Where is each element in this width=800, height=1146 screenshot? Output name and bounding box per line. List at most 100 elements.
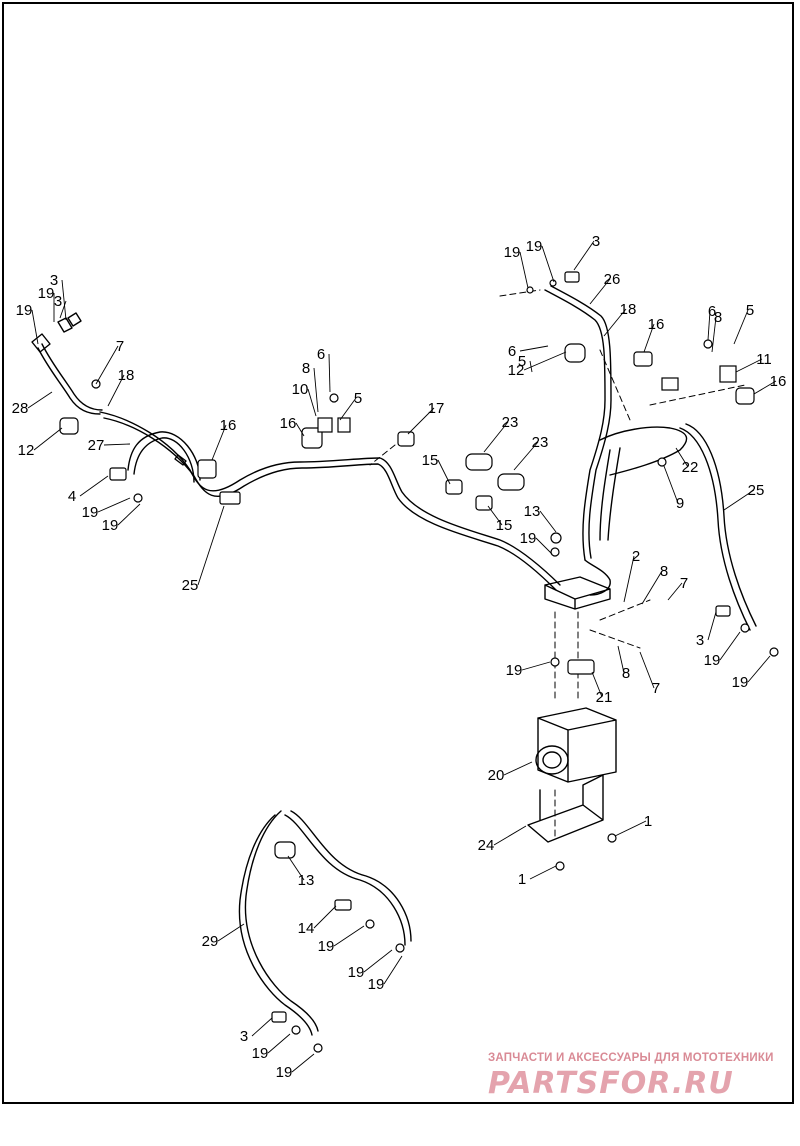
brake-line-26: [679, 427, 751, 631]
callout-number: 25: [748, 482, 765, 499]
callout-number: 9: [676, 495, 684, 512]
callout-leader: [339, 397, 357, 421]
abs-motor-inner: [542, 751, 562, 769]
leader-top-line: [499, 289, 541, 297]
callout-leader: [617, 645, 625, 674]
washer-19-j: [526, 286, 534, 294]
washer-19-e: [133, 493, 143, 503]
callout-leader: [79, 475, 109, 497]
bolt-13: [550, 532, 562, 544]
brake-line-27: [544, 289, 606, 561]
clamp-12-left: [59, 417, 79, 435]
callout-leader: [591, 671, 603, 698]
callout-leader: [328, 353, 331, 393]
callout-number: 19: [16, 302, 33, 319]
callout-leader: [493, 825, 527, 846]
callout-number: 19: [252, 1045, 269, 1062]
bolt-3-rear: [271, 1011, 287, 1023]
callout-number: 19: [276, 1064, 293, 1081]
abs-bracket: [527, 774, 604, 843]
callout-leader: [529, 865, 557, 880]
callout-leader: [503, 761, 533, 776]
callout-number: 19: [504, 244, 521, 261]
callout-leader: [217, 923, 245, 942]
leader-7: [599, 599, 651, 621]
abs-motor: [535, 745, 569, 775]
clip-25-right: [661, 377, 679, 391]
clamp-23-b: [497, 473, 525, 491]
callout-leader: [614, 820, 647, 837]
brake-line-22-a: [599, 449, 611, 541]
callout-number: 7: [652, 680, 660, 697]
leader-right: [599, 349, 631, 421]
callout-number: 5: [354, 390, 362, 407]
clamp-23-a: [465, 453, 493, 471]
callout-leader: [639, 651, 655, 689]
callout-leader: [33, 427, 63, 451]
callout-leader: [667, 582, 683, 601]
bolt-1-a: [607, 833, 617, 843]
callout-leader: [117, 503, 141, 526]
callout-number: 19: [38, 285, 55, 302]
brake-line-29-outer: [41, 343, 103, 411]
callout-leader: [197, 505, 225, 586]
callout-leader: [487, 505, 503, 526]
bolt-3-right: [715, 605, 731, 617]
callout-leader: [287, 855, 305, 881]
callout-number: 6: [708, 303, 716, 320]
callout-leader: [623, 555, 635, 603]
callout-number: 19: [704, 652, 721, 669]
callout-number: 12: [508, 362, 525, 379]
callout-leader: [31, 309, 39, 345]
callout-leader: [519, 345, 549, 352]
clip-11: [719, 365, 737, 383]
callout-number: 18: [620, 301, 637, 318]
brake-line-30: [238, 814, 313, 1036]
bracket-21: [567, 659, 595, 675]
callout-number: 3: [696, 632, 704, 649]
callout-number: 19: [82, 504, 99, 521]
bolt-9: [657, 457, 667, 467]
washer-19-c: [740, 623, 750, 633]
callout-leader: [61, 279, 67, 321]
callout-leader: [521, 661, 551, 671]
callout-number: 8: [622, 665, 630, 682]
callout-number: 18: [118, 367, 135, 384]
callout-number: 14: [298, 920, 315, 937]
callout-leader: [663, 465, 679, 504]
brake-line-30-b: [244, 810, 319, 1032]
callout-number: 15: [496, 517, 513, 534]
callout-number: 20: [488, 767, 505, 784]
clip-10: [317, 417, 333, 433]
callout-number: 8: [302, 360, 310, 377]
washer-19-g: [395, 943, 405, 953]
washer-19-k: [549, 279, 557, 287]
callout-leader: [211, 424, 227, 461]
clamp-13-rear: [274, 841, 296, 859]
callout-leader: [589, 278, 611, 305]
washer-19-f: [365, 919, 375, 929]
brake-line-26-b: [685, 423, 757, 627]
callout-number: 3: [592, 233, 600, 250]
leader-7b: [589, 629, 641, 649]
grommet-16-far: [735, 387, 755, 405]
callout-leader: [513, 441, 539, 471]
clip-17: [397, 431, 415, 447]
grommet-16-left: [197, 459, 217, 479]
callout-leader: [363, 949, 393, 973]
callout-number: 19: [318, 938, 335, 955]
clip-15-a: [445, 479, 463, 495]
callout-leader: [103, 443, 131, 446]
callout-number: 29: [202, 933, 219, 950]
callout-number: 6: [508, 343, 516, 360]
callout-leader: [707, 310, 711, 341]
callout-number: 23: [502, 414, 519, 431]
callout-leader: [753, 380, 777, 395]
washer-19-d: [769, 647, 779, 657]
callout-number: 27: [88, 437, 105, 454]
washer-19-h: [291, 1025, 301, 1035]
brake-line-to-abs: [584, 559, 611, 596]
washer-19-a: [550, 547, 560, 557]
